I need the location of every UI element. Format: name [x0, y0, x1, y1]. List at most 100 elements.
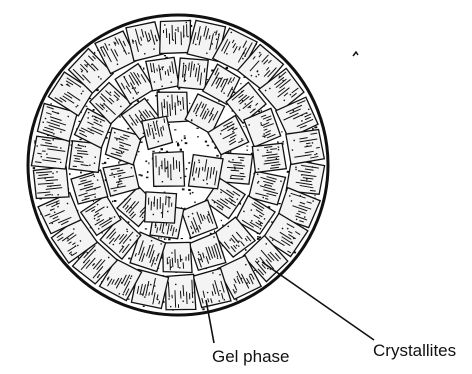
crystallite-dot [168, 298, 169, 299]
crystallite-dot [81, 157, 83, 159]
gel-speckle [202, 308, 204, 310]
gel-speckle [194, 202, 195, 204]
crystallite-dot [170, 179, 171, 180]
crystallite-dot [257, 149, 259, 151]
gel-speckle [240, 83, 242, 84]
crystallite-dot [295, 169, 297, 171]
crystallite-dot [114, 176, 116, 178]
crystallite-hatch [168, 161, 169, 178]
crystallite-dot [161, 212, 162, 213]
gel-phase-label: Gel phase [212, 347, 290, 366]
crystallite-dot [117, 185, 119, 187]
crystallite-dot [167, 262, 168, 263]
crystallite-dot [153, 137, 155, 139]
crystallites-label: Crystallites [373, 341, 456, 360]
crystallite-dot [306, 178, 308, 180]
gel-speckle [278, 203, 281, 204]
crystallite-dot [164, 24, 165, 25]
crystallite-dot [163, 106, 164, 107]
crystallite-dot [141, 293, 143, 295]
crystallite-dot [50, 186, 52, 188]
gel-speckle [164, 238, 165, 240]
crystallite-block-icon [252, 143, 286, 173]
crystallite-dot [276, 158, 278, 160]
crystallite-dot [185, 65, 187, 67]
gel-speckle [147, 99, 148, 101]
crystallite-dot [46, 153, 48, 155]
crystallite-dot [234, 167, 236, 169]
crystallite-dot [131, 167, 133, 169]
crystallite-hatch [202, 167, 203, 171]
crystallite-dot [56, 171, 58, 173]
crystallite-dot [157, 299, 159, 301]
crystallite-hatch [180, 255, 181, 262]
crystallite-dot [60, 162, 62, 164]
crystallite-hatch [165, 71, 166, 75]
crystallite-block-icon [33, 167, 69, 200]
crystallite-hatch [170, 259, 171, 270]
crystallite-dot [187, 36, 188, 37]
crystallite-dot [206, 183, 208, 185]
gel-speckle [33, 167, 35, 169]
crystallite-dot [199, 162, 201, 164]
crystallite-dot [193, 179, 195, 181]
crystallite-dot [184, 74, 186, 76]
gel-speckle [145, 161, 147, 163]
crystallite-hatch [186, 292, 187, 304]
crystallite-hatch [240, 173, 245, 174]
gel-speckle [190, 193, 191, 195]
gel-speckle [104, 162, 106, 164]
gel-speckle [188, 189, 191, 191]
crystallite-dot [185, 80, 187, 82]
gel-speckle [143, 68, 144, 70]
crystallite-hatch [306, 143, 310, 144]
gel-speckle [188, 162, 190, 164]
gel-speckle [315, 195, 316, 196]
crystallite-hatch [175, 102, 176, 115]
gel-speckle [168, 238, 171, 240]
crystallite-hatch [266, 152, 272, 153]
crystallite-dot [36, 145, 38, 147]
crystallite-hatch [175, 249, 176, 262]
crystallite-dot [168, 257, 169, 258]
gel-speckle [207, 145, 209, 146]
crystallite-outline [162, 242, 192, 274]
crystallite-dot [267, 150, 269, 152]
crystallite-dot [293, 140, 295, 142]
gel-speckle [192, 192, 194, 193]
crystallite-dot [258, 168, 260, 170]
gel-speckle [245, 249, 247, 251]
gel-speckle [196, 128, 198, 129]
crystallite-hatch [170, 164, 171, 180]
crystallite-dot [160, 69, 162, 71]
gel-speckle [107, 158, 109, 159]
crystallite-block-icon [219, 152, 253, 184]
crystallite-dot [178, 101, 179, 102]
gel-speckle [85, 106, 87, 107]
crystallite-dot [84, 146, 86, 148]
crystallite-hatch [159, 167, 160, 176]
gel-speckle [174, 129, 176, 130]
gel-speckle [180, 149, 182, 151]
crystallite-hatch [178, 259, 179, 268]
gel-speckle [143, 306, 145, 307]
gel-speckle [246, 146, 248, 147]
crystallite-dot [306, 145, 308, 147]
gel-speckle [165, 239, 166, 240]
crystallite-block-icon [159, 20, 191, 53]
crystallite-dot [160, 127, 162, 129]
crystallite-dot [111, 173, 113, 175]
crystallite-dot [316, 153, 318, 155]
gel-speckle [221, 220, 222, 221]
gel-speckle [114, 200, 117, 202]
crystallite-dot [179, 267, 180, 268]
crystallite-dot [173, 39, 174, 40]
crystallite-dot [155, 133, 157, 135]
crystallite-hatch [42, 151, 46, 152]
crystallite-dot [41, 156, 43, 158]
gel-speckle [277, 141, 279, 143]
gel-speckle [178, 88, 180, 90]
crystallite-hatch [172, 258, 173, 267]
crystallite-dot [295, 166, 297, 168]
crystallite-dot [183, 63, 185, 65]
